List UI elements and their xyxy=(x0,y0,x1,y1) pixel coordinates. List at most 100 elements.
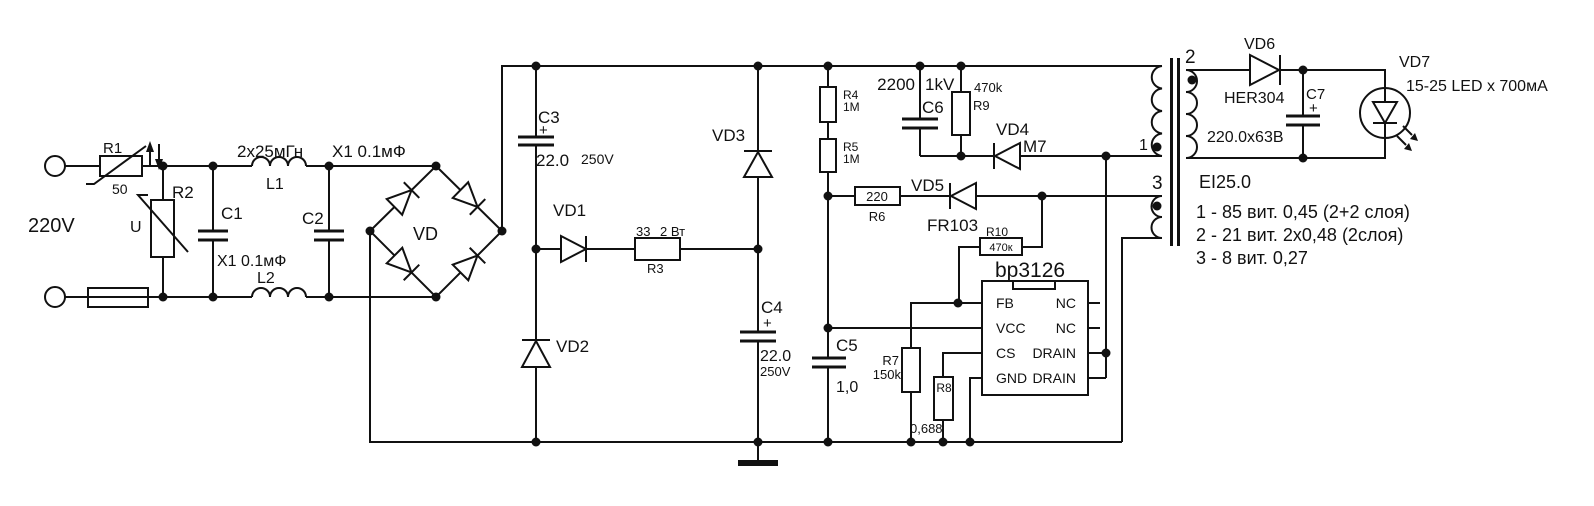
primary-winding xyxy=(1150,65,1163,157)
r2-symbol-label: U xyxy=(130,219,142,236)
diode-vd3: VD3 xyxy=(712,126,774,178)
winding1-pin-label: 1 xyxy=(1139,137,1148,154)
vd3-ref-label: VD3 xyxy=(712,126,745,145)
r1-ref-label: R1 xyxy=(103,140,122,157)
vd2-ref-label: VD2 xyxy=(556,337,589,356)
core-type-label: EI25.0 xyxy=(1199,172,1251,192)
c3-value-label: 22.0 xyxy=(536,151,569,170)
bridge-diode-top-right xyxy=(450,180,486,216)
aux-phase-dot xyxy=(1152,201,1162,211)
c7-plus-label: + xyxy=(1309,100,1318,117)
c6-ref-label: C6 xyxy=(922,98,944,117)
bridge-rectifier-vd: VD xyxy=(368,164,504,299)
r5-ref-label: R5 xyxy=(843,140,859,154)
capacitor-c1: C1 X1 0.1мФ xyxy=(198,204,286,270)
ic-pin-drain1: DRAIN xyxy=(1032,345,1076,361)
vd7-ref-label: VD7 xyxy=(1399,54,1430,71)
input-terminal-bottom xyxy=(44,286,66,308)
input-terminal-top xyxy=(44,155,66,177)
transformer-core xyxy=(1170,58,1180,246)
ic-bp3126: bp3126 FB VCC CS GND NC NC DRAIN DRAIN xyxy=(981,259,1089,396)
diode-vd5: VD5 FR103 xyxy=(911,176,978,235)
capacitor-c6: 2200 1kV C6 xyxy=(875,73,957,130)
c4-plus-label: + xyxy=(763,315,772,332)
c2-value-label: X1 0.1мФ xyxy=(332,142,406,161)
c6-value-label: 2200 xyxy=(877,75,915,94)
c4-ref-label: C4 xyxy=(761,298,783,317)
resistor-r6: 220 R6 xyxy=(854,186,901,224)
bridge-ref-label: VD xyxy=(413,224,438,244)
c6-voltage-label: 1kV xyxy=(925,75,955,94)
junction-dots xyxy=(158,61,1308,447)
vd7-value-label: 15-25 LED x 700мА xyxy=(1406,78,1548,95)
winding1-spec: 1 - 85 вит. 0,45 (2+2 слоя) xyxy=(1196,202,1410,222)
primary-phase-dot xyxy=(1152,142,1162,152)
c4-value-label: 22.0 xyxy=(760,348,791,365)
capacitor-c5: C5 1,0 xyxy=(812,336,858,396)
ic-notch xyxy=(1012,281,1056,290)
ic-pin-cs: CS xyxy=(996,345,1015,361)
vd5-ref-label: VD5 xyxy=(911,176,944,195)
c3-plus-label: + xyxy=(539,122,548,139)
ic-pin-nc1: NC xyxy=(1056,295,1076,311)
resistor-r3: 33 2 Вт R3 xyxy=(634,224,685,276)
r9-ref-label: R9 xyxy=(973,98,990,113)
ic-ref-label: bp3126 xyxy=(995,259,1065,282)
secondary-winding xyxy=(1185,69,1198,159)
r3-value-label: 33 xyxy=(636,224,650,239)
fuse xyxy=(87,287,149,308)
resistor-r4: R4 1M xyxy=(819,86,860,123)
r3-ref-label: R3 xyxy=(647,261,664,276)
led-vd7: VD7 15-25 LED x 700мА xyxy=(1359,54,1548,151)
diode-vd1: VD1 xyxy=(553,201,589,264)
c3-ref-label: C3 xyxy=(538,108,560,127)
r4-value-label: 1M xyxy=(843,100,860,114)
c1-ref-label: C1 xyxy=(221,204,243,223)
vd6-ref-label: VD6 xyxy=(1244,36,1275,53)
c4-voltage-label: 250V xyxy=(760,364,791,379)
winding2-spec: 2 - 21 вит. 2x0,48 (2слоя) xyxy=(1196,225,1403,245)
c5-value-label: 1,0 xyxy=(836,379,858,396)
r9-value-label: 470k xyxy=(974,80,1003,95)
c7-value-label: 220.0x63В xyxy=(1207,129,1284,146)
l1-value-label: 2x25мГн xyxy=(237,142,303,161)
vd6-part-label: HER304 xyxy=(1224,90,1285,107)
r8-ref-label: R8 xyxy=(936,381,952,395)
vd1-ref-label: VD1 xyxy=(553,201,586,220)
r5-value-label: 1M xyxy=(843,152,860,166)
winding2-pin-label: 2 xyxy=(1185,47,1196,68)
vd4-part-label: M7 xyxy=(1023,137,1047,156)
r6-ref-label: R6 xyxy=(869,209,886,224)
resistor-r5: R5 1M xyxy=(819,138,860,173)
ic-pin-nc2: NC xyxy=(1056,320,1076,336)
l1-ref-label: L1 xyxy=(266,176,284,193)
c1-value-label: X1 0.1мФ xyxy=(217,253,286,270)
c3-voltage-label: 250V xyxy=(581,151,614,167)
secondary-phase-dot xyxy=(1187,75,1197,85)
r3-power-label: 2 Вт xyxy=(660,224,685,239)
ic-pin-gnd: GND xyxy=(996,370,1027,386)
r2-ref-label: R2 xyxy=(172,183,194,202)
c7-ref-label: C7 xyxy=(1306,86,1325,103)
r10-ref-label: R10 xyxy=(986,225,1008,239)
resistor-r9: 470k R9 xyxy=(951,80,1003,136)
capacitor-c3: C3 + 22.0 250V xyxy=(518,108,614,170)
r8-value-label: 0,688 xyxy=(910,421,943,436)
diode-vd2: VD2 xyxy=(520,337,589,368)
diode-vd6: VD6 HER304 xyxy=(1224,36,1285,107)
capacitor-c7: C7 + 220.0x63В xyxy=(1207,86,1325,146)
l2-ref-label: L2 xyxy=(257,270,275,287)
bridge-diode-bottom-right xyxy=(450,247,486,283)
resistor-r10: R10 470к xyxy=(979,225,1023,256)
c5-ref-label: C5 xyxy=(836,336,858,355)
vd4-ref-label: VD4 xyxy=(996,120,1029,139)
resistor-r7: R7 150k xyxy=(873,347,921,393)
bridge-diode-bottom-left xyxy=(384,245,420,281)
r10-value-label: 470к xyxy=(989,242,1012,254)
winding3-spec: 3 - 8 вит. 0,27 xyxy=(1196,248,1308,268)
ic-pin-drain2: DRAIN xyxy=(1032,370,1076,386)
winding-notes: EI25.0 1 - 85 вит. 0,45 (2+2 слоя) 2 - 2… xyxy=(1196,172,1410,268)
ic-pin-vcc: VCC xyxy=(996,320,1026,336)
